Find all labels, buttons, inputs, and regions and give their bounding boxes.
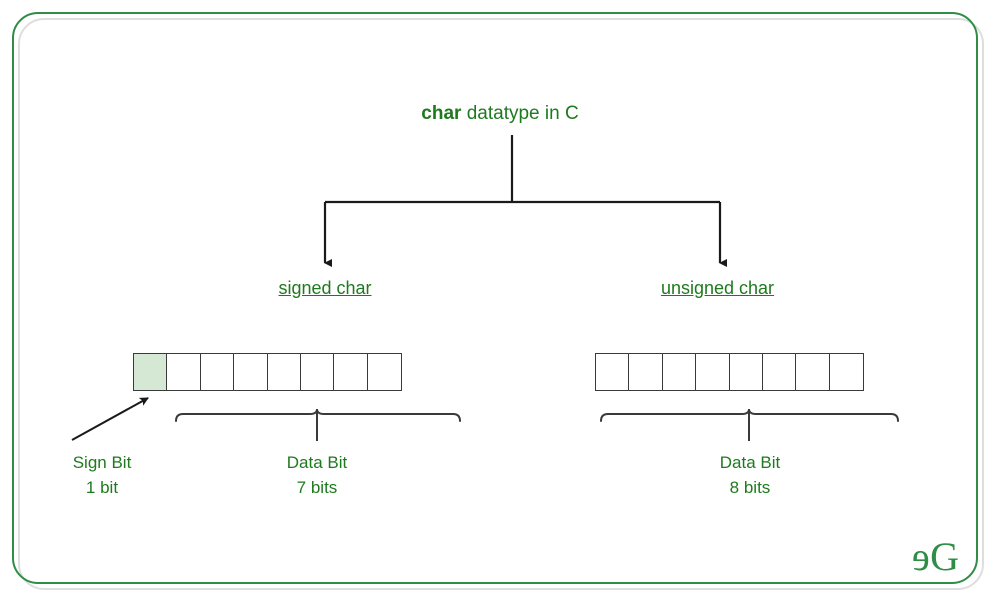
label-data-bit-8-line1: Data Bit [719, 453, 781, 472]
label-data-bit-7-line1: Data Bit [286, 453, 348, 472]
label-sign-bit-line1: Sign Bit [72, 453, 132, 472]
label-data-bit-8-line2: 8 bits [729, 478, 771, 497]
bit-cell-data [795, 353, 831, 391]
bit-array-signed-char [133, 353, 402, 391]
title-rest: datatype in C [461, 103, 579, 124]
branch-label-unsigned-char: unsigned char [660, 278, 775, 298]
bit-cell-data [266, 353, 302, 391]
label-sign-bit: Sign Bit 1 bit [22, 450, 182, 500]
logo-glyph-e: e [913, 534, 931, 579]
geeksforgeeks-logo-icon: eG [913, 534, 959, 579]
bit-cell-data [233, 353, 269, 391]
bit-cell-sign [133, 353, 168, 391]
label-data-bit-7-line2: 7 bits [296, 478, 338, 497]
outer-frame-border [12, 12, 978, 584]
bit-cell-data [199, 353, 235, 391]
branch-label-signed-char: signed char [278, 278, 372, 298]
bit-array-unsigned-char [595, 353, 864, 391]
bit-cell-data [661, 353, 697, 391]
title-bold-keyword: char [421, 103, 462, 124]
page-title: char datatype in C [0, 103, 1000, 125]
frame-shadow [18, 18, 984, 590]
bit-cell-data [628, 353, 664, 391]
bit-cell-data [828, 353, 864, 391]
bit-cell-data [762, 353, 798, 391]
bit-cell-data [728, 353, 764, 391]
bit-cell-data [595, 353, 630, 391]
bit-cell-data [366, 353, 402, 391]
bit-cell-data [695, 353, 731, 391]
bit-cell-data [300, 353, 336, 391]
logo-glyph-g: G [930, 534, 959, 579]
bit-cell-data [333, 353, 369, 391]
bit-cell-data [166, 353, 202, 391]
label-data-bit-7: Data Bit 7 bits [222, 450, 412, 500]
label-data-bit-8: Data Bit 8 bits [655, 450, 845, 500]
label-sign-bit-line2: 1 bit [85, 478, 119, 497]
